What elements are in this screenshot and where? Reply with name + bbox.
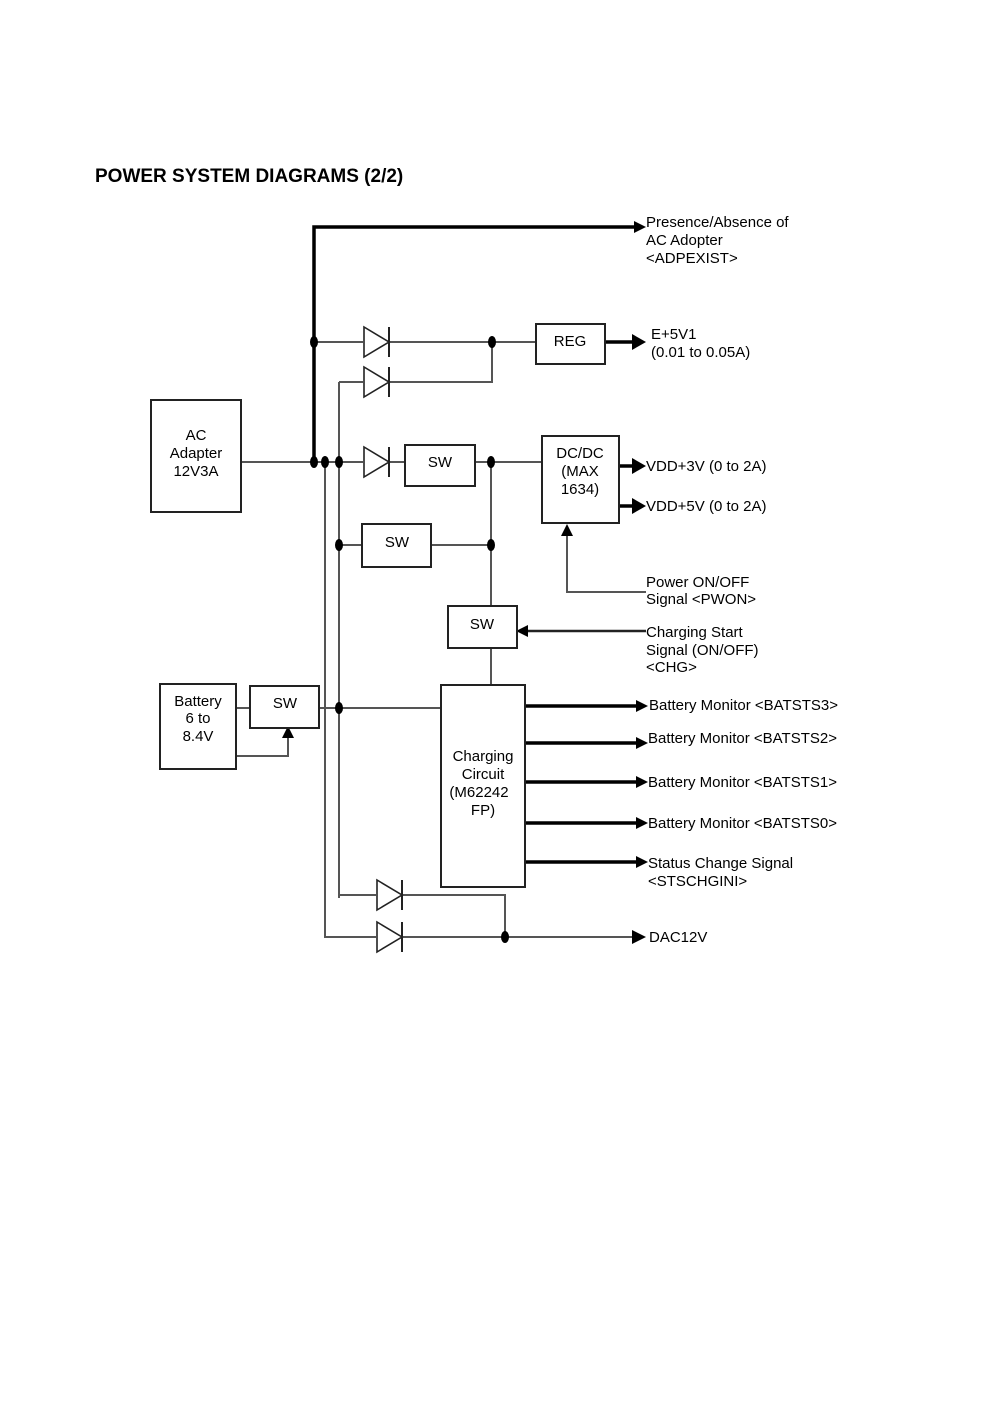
chg-label-1: Charging Start [646,624,744,641]
charging-label-2: Circuit [462,766,505,783]
chg-label-2: Signal (ON/OFF) [646,642,759,659]
dac12v-label: DAC12V [649,929,707,946]
adpexist-label-1: Presence/Absence of [646,214,789,231]
ac-adapter-label-3: 12V3A [173,463,218,480]
battery-block: Battery 6 to 8.4V [159,683,237,770]
arrow-adpexist [634,221,646,233]
sw-block-2: SW [361,523,432,568]
dcdc-label-1: DC/DC [556,445,604,462]
sw-block-3: SW [447,605,518,649]
batsts2-label: Battery Monitor <BATSTS2> [648,730,837,747]
page-title: POWER SYSTEM DIAGRAMS (2/2) [95,166,404,187]
charging-label-3: (M62242 [449,784,508,801]
signal-labels: Presence/Absence of AC Adopter <ADPEXIST… [646,214,838,946]
sw-label: SW [385,534,410,551]
diode-4 [376,878,404,912]
sw-label: SW [470,616,495,633]
e5v1-label-1: E+5V1 [651,326,696,343]
adpexist-label-3: <ADPEXIST> [646,250,738,267]
batsts1-label: Battery Monitor <BATSTS1> [648,774,837,791]
arrow-e5v1 [632,334,646,350]
charging-circuit-block: Charging Circuit (M62242 FP) [440,684,526,888]
arrow-batsts0 [636,817,648,829]
arrow-chg [516,625,528,637]
stschg-label-2: <STSCHGINI> [648,873,747,890]
vdd3-label: VDD+3V (0 to 2A) [646,458,766,475]
arrow-stschg [636,856,648,868]
junction-dots [310,336,509,943]
battery-label-2: 6 to [185,710,210,727]
reg-label: REG [554,333,587,350]
sw-block-battery: SW [249,685,320,729]
dcdc-block: DC/DC (MAX 1634) [541,435,620,524]
wires [236,225,646,938]
battery-label-3: 8.4V [183,728,214,745]
dcdc-label-2: (MAX [561,463,599,480]
arrowheads [282,221,648,944]
vdd5-label: VDD+5V (0 to 2A) [646,498,766,515]
arrow-dac12v [632,930,646,944]
chg-label-3: <CHG> [646,659,697,676]
stschg-label-1: Status Change Signal [648,855,793,872]
arrow-batsts3 [636,700,648,712]
ac-adapter-label-1: AC [186,427,207,444]
sw-label: SW [273,695,298,712]
sw-block-1: SW [404,444,476,487]
diode-3 [363,445,391,479]
arrow-vdd5 [632,498,646,514]
e5v1-label-2: (0.01 to 0.05A) [651,344,750,361]
reg-block: REG [535,323,606,365]
arrow-battery-sw [282,726,294,738]
charging-label-4: FP) [471,802,495,819]
pwon-label-1: Power ON/OFF [646,574,749,591]
diode-1 [363,325,391,359]
arrow-vdd3 [632,458,646,474]
sw-label: SW [428,454,453,471]
arrow-batsts2 [636,737,648,749]
adpexist-label-2: AC Adopter [646,232,723,249]
arrow-batsts1 [636,776,648,788]
diode-2 [363,365,391,399]
charging-label-1: Charging [453,748,514,765]
ac-adapter-label-2: Adapter [170,445,223,462]
diode-5 [376,920,404,954]
batsts0-label: Battery Monitor <BATSTS0> [648,815,837,832]
battery-label-1: Battery [174,693,222,710]
batsts3-label: Battery Monitor <BATSTS3> [649,697,838,714]
ac-adapter-block: AC Adapter 12V3A [150,399,242,513]
arrow-pwon [561,524,573,536]
pwon-label-2: Signal <PWON> [646,591,756,608]
dcdc-label-3: 1634) [561,481,599,498]
